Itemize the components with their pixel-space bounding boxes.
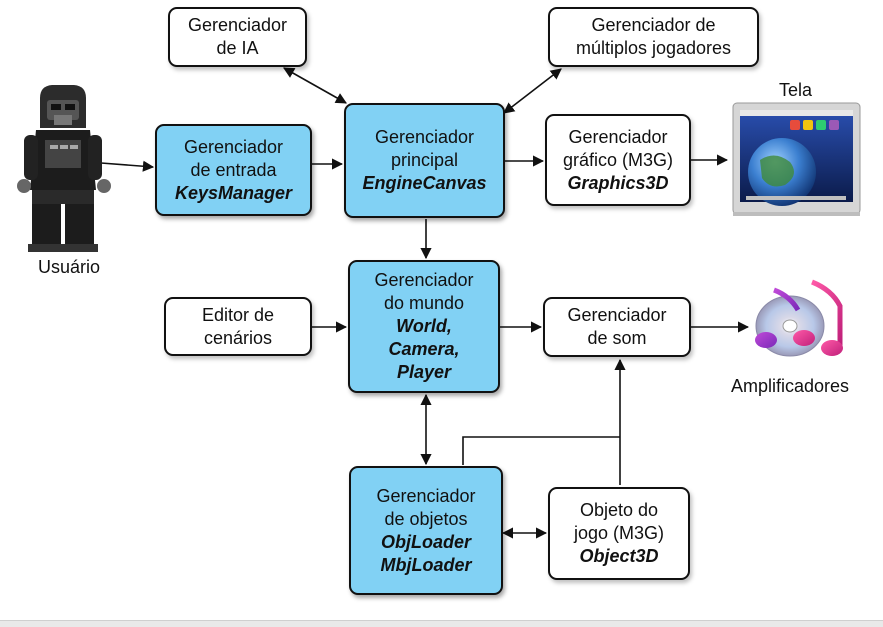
multiplayer-manager-box: Gerenciador de múltiplos jogadores xyxy=(548,7,759,67)
world-manager-line2: do mundo xyxy=(383,293,465,313)
music-notes-cd-icon xyxy=(755,279,843,357)
graphics-manager-class: Graphics3D xyxy=(567,172,669,193)
object-manager-line1: Gerenciador xyxy=(376,485,476,506)
game-object-box: Objeto do jogo (M3G) Object3D xyxy=(548,487,690,580)
connectors xyxy=(100,67,750,539)
game-object-class: Object3D xyxy=(579,546,659,566)
lego-user-icon xyxy=(17,85,111,252)
object-manager-class-objloader: ObjLoader xyxy=(380,531,471,552)
input-manager-box: Gerenciador de entrada KeysManager xyxy=(155,124,312,216)
game-object-line1: Objeto do xyxy=(579,500,659,520)
multiplayer-manager-line2: múltiplos jogadores xyxy=(575,38,732,58)
graphics-manager-line2: gráfico (M3G) xyxy=(562,149,674,170)
scenario-editor-line2: cenários xyxy=(203,327,273,348)
screen-monitor-icon xyxy=(732,102,861,216)
world-manager-class-player: Player xyxy=(396,362,452,382)
main-manager-box: Gerenciador principal EngineCanvas xyxy=(344,103,505,218)
speakers-label: Amplificadores xyxy=(731,376,850,396)
sound-manager-line2: de som xyxy=(587,328,647,348)
world-manager-class-world: World, xyxy=(396,316,452,336)
bottom-strip xyxy=(0,620,883,627)
world-manager-class-camera: Camera, xyxy=(388,339,460,359)
sound-manager-line1: Gerenciador xyxy=(567,305,667,325)
main-manager-line2: principal xyxy=(390,150,459,170)
object-manager-class-mbjloader: MbjLoader xyxy=(380,554,472,575)
game-object-line2: jogo (M3G) xyxy=(573,523,665,543)
scenario-editor-box: Editor de cenários xyxy=(164,297,312,356)
screen-label: Tela xyxy=(779,80,813,100)
object-manager-line2: de objetos xyxy=(384,508,468,529)
input-manager-class: KeysManager xyxy=(174,182,293,203)
arrow-ia-main xyxy=(283,67,347,104)
object-manager-box: Gerenciador de objetos ObjLoader MbjLoad… xyxy=(349,466,503,595)
ai-manager-line2: de IA xyxy=(216,38,259,58)
scenario-editor-line1: Editor de xyxy=(201,304,275,325)
ai-manager-line1: Gerenciador xyxy=(187,15,288,35)
user-label: Usuário xyxy=(38,257,101,277)
world-manager-line1: Gerenciador xyxy=(374,270,474,290)
input-manager-line1: Gerenciador xyxy=(183,136,284,157)
line-objects-to-sound xyxy=(462,436,620,465)
main-manager-line1: Gerenciador xyxy=(374,127,475,147)
main-manager-class: EngineCanvas xyxy=(362,173,487,193)
input-manager-line2: de entrada xyxy=(190,159,277,180)
multiplayer-manager-line1: Gerenciador de xyxy=(591,15,716,35)
arrow-user-to-input xyxy=(100,160,155,172)
world-manager-box: Gerenciador do mundo World, Camera, Play… xyxy=(348,260,500,393)
graphics-manager-box: Gerenciador gráfico (M3G) Graphics3D xyxy=(545,114,691,206)
graphics-manager-line1: Gerenciador xyxy=(568,126,668,147)
arrow-multi-main xyxy=(503,68,562,114)
ai-manager-box: Gerenciador de IA xyxy=(168,7,307,67)
sound-manager-box: Gerenciador de som xyxy=(543,297,691,357)
